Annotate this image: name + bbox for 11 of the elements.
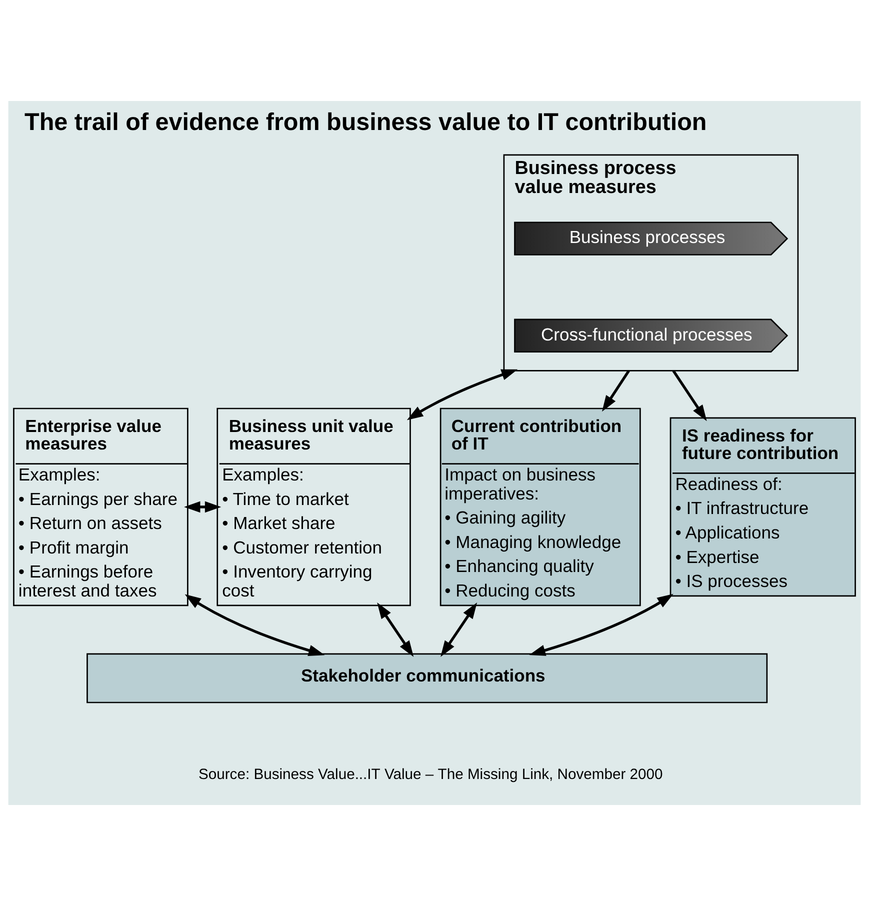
arrow <box>406 369 518 420</box>
arrow <box>184 501 222 513</box>
node-box: Stakeholder communications <box>86 653 768 704</box>
arrow <box>377 602 414 657</box>
arrow <box>602 370 630 412</box>
arrow <box>529 594 674 656</box>
arrow <box>440 602 478 657</box>
arrow <box>672 370 707 422</box>
label: Source: Business Value...IT Value – The Missing Link, November 2000 <box>198 767 663 784</box>
arrow <box>184 594 325 656</box>
diagram-title: The trail of evidence from business value to IT contribution <box>24 108 707 136</box>
